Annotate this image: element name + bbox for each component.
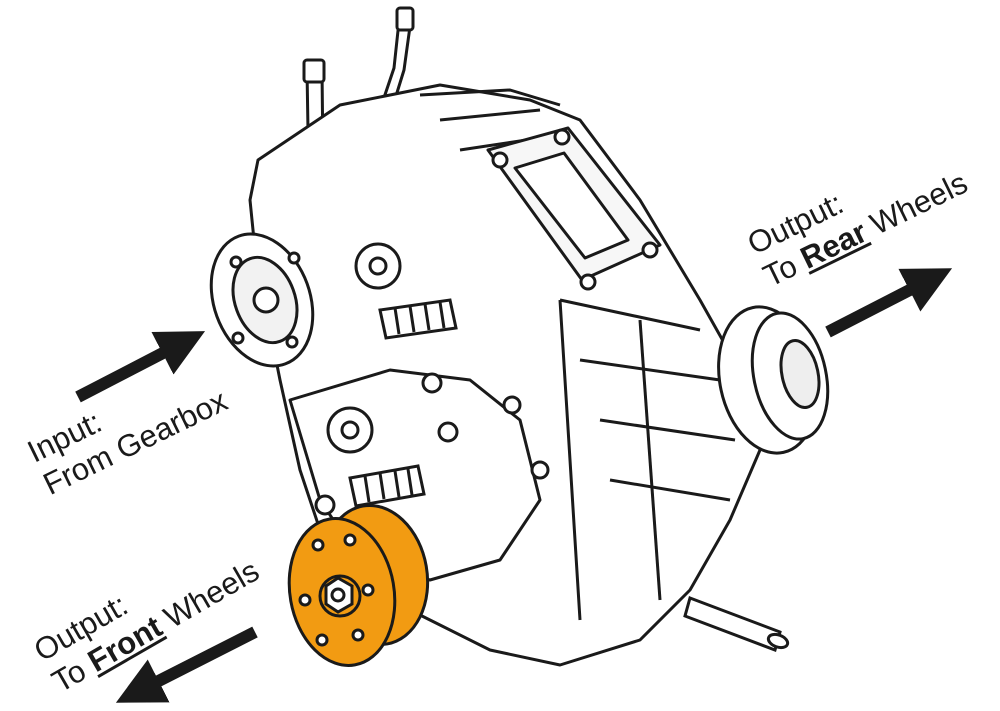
input-flange [209, 232, 315, 368]
selector-linkage [314, 242, 458, 516]
arrow-input-icon [75, 331, 206, 403]
arrow-front-icon [115, 626, 258, 703]
selector-shaft [683, 596, 790, 652]
front-output-flange [287, 503, 430, 667]
arrow-rear-icon [825, 268, 953, 338]
rear-output-flange [717, 305, 830, 455]
